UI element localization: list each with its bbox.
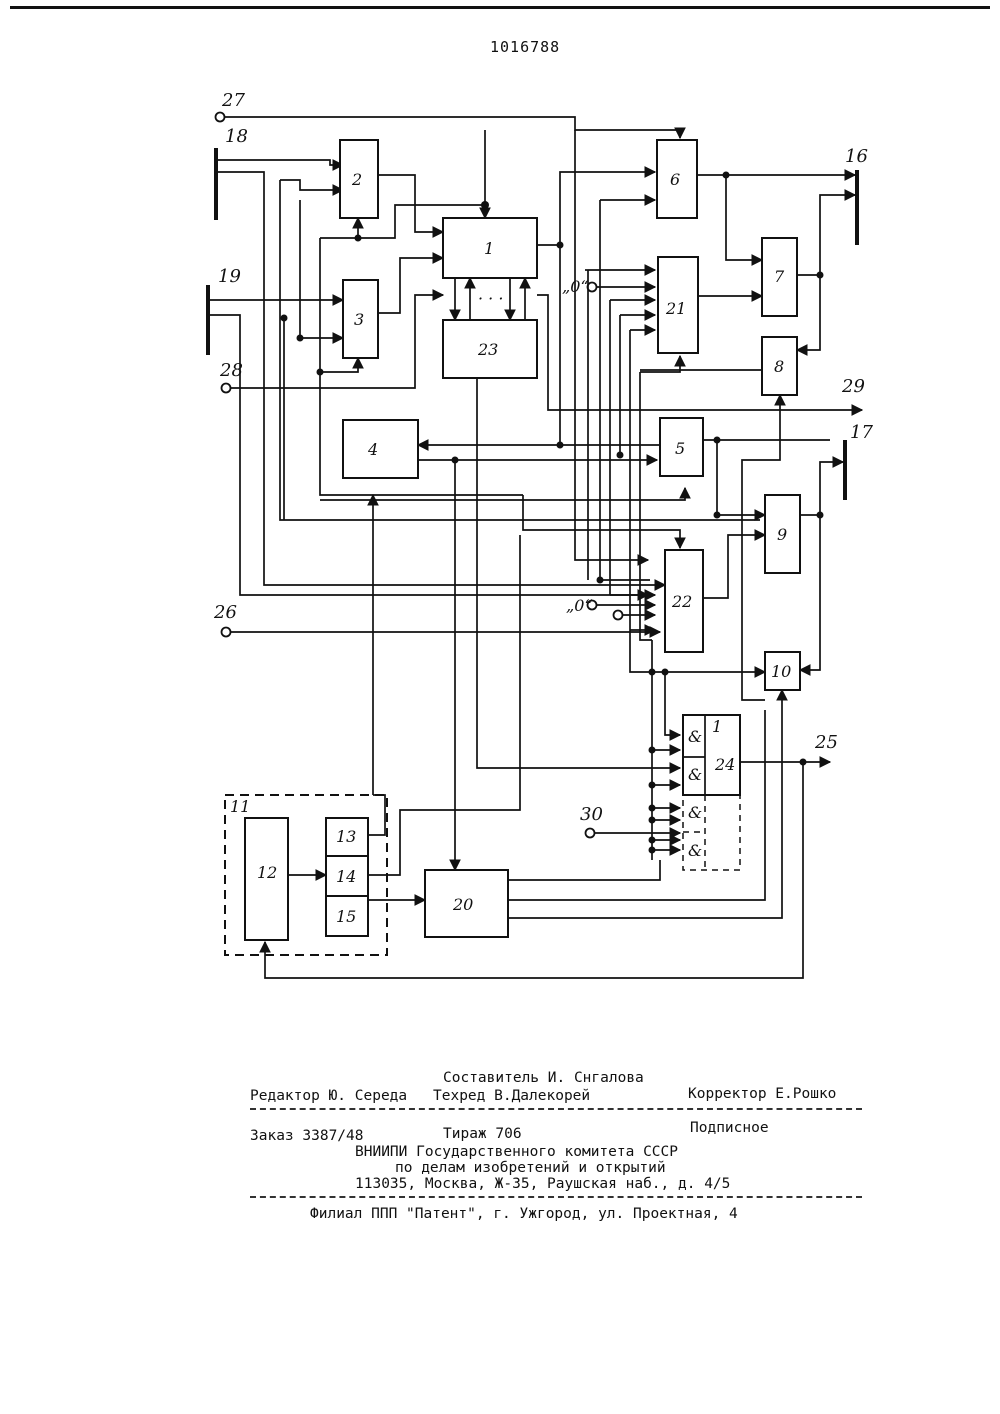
subscription: Подписное — [690, 1120, 769, 1136]
and-gate-1: & — [688, 727, 702, 746]
and-gate-4: & — [688, 841, 702, 860]
terminal-30-label: 30 — [580, 804, 603, 825]
block-4 — [343, 420, 418, 478]
block-diagram: 2 1 · · · 3 23 4 6 21 7 8 5 9 22 10 & & … — [0, 0, 1000, 1000]
terminal-26 — [222, 628, 231, 637]
block-15-label: 15 — [336, 907, 356, 926]
branch-address: Филиал ППП "Патент", г. Ужгород, ул. Про… — [310, 1206, 738, 1222]
unit-11-label: 11 — [230, 797, 250, 816]
and-gate-2: & — [688, 765, 702, 784]
block-6-label: 6 — [670, 170, 680, 189]
block-9-label: 9 — [777, 525, 787, 544]
block-7-label: 7 — [774, 267, 785, 286]
corrector-credit: Корректор Е.Рошко — [688, 1086, 836, 1102]
organization-line-1: ВНИИПИ Государственного комитета СССР — [355, 1144, 678, 1160]
terminal-27 — [216, 113, 225, 122]
terminal-28 — [222, 384, 231, 393]
zero-input-1-label: „0“ — [562, 277, 589, 296]
block-8-label: 8 — [774, 357, 784, 376]
block-2-label: 2 — [351, 170, 362, 189]
block-13-label: 13 — [336, 827, 356, 846]
block-23-label: 23 — [477, 340, 498, 359]
circulation: Тираж 706 — [443, 1126, 522, 1142]
block-22-label: 22 — [671, 592, 692, 611]
terminal-28-label: 28 — [219, 360, 243, 381]
block-10-label: 10 — [771, 662, 791, 681]
address: 113035, Москва, Ж-35, Раушская наб., д. … — [355, 1176, 730, 1192]
terminal-30 — [586, 829, 595, 838]
block-20-label: 20 — [452, 895, 473, 914]
bus-18-label: 18 — [225, 126, 248, 147]
block-21-label: 21 — [665, 299, 686, 318]
output-25-label: 25 — [814, 732, 838, 753]
terminal-27-label: 27 — [221, 90, 245, 111]
footer-rule-2 — [250, 1196, 862, 1198]
block-24-label: 24 — [714, 755, 735, 774]
bus-16-label: 16 — [845, 146, 868, 167]
editor-credit: Редактор Ю. Середа — [250, 1088, 407, 1104]
block-5-label: 5 — [675, 439, 685, 458]
compiler-credit: Составитель И. Снгалова — [443, 1070, 644, 1086]
order-number: Заказ 3387/48 — [250, 1128, 364, 1144]
block-1-label: 1 — [484, 239, 494, 258]
block-14-label: 14 — [336, 867, 356, 886]
bus-19-label: 19 — [218, 266, 241, 287]
output-29-label: 29 — [841, 376, 865, 397]
block-24-sub-label: 1 — [712, 717, 722, 736]
and-gate-3: & — [688, 803, 702, 822]
footer-rule-1 — [250, 1108, 862, 1110]
block-12-label: 12 — [257, 863, 277, 882]
block-4-label: 4 — [367, 440, 378, 459]
block-3-label: 3 — [354, 310, 364, 329]
terminal-26-label: 26 — [213, 602, 237, 623]
zero-input-2-label: „0“ — [566, 596, 593, 615]
ellipsis: · · · — [478, 289, 503, 308]
techred-credit: Техред В.Далекорей — [433, 1088, 590, 1104]
bus-17-label: 17 — [850, 422, 873, 443]
organization-line-2: по делам изобретений и открытий — [395, 1160, 666, 1176]
